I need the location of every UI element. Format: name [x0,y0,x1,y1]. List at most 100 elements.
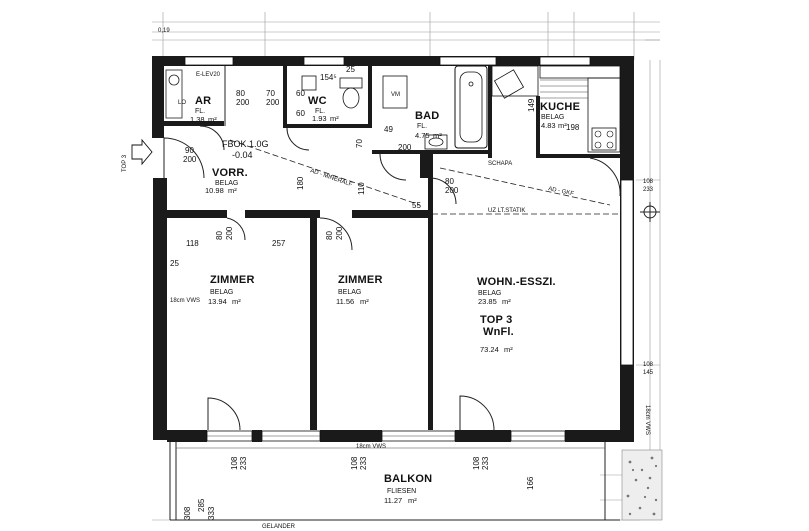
dimension: 154⁵ [320,73,337,82]
room-wc: WC FL. 1.93 m² [308,95,339,123]
dimension: 233 [239,456,248,470]
misc-labels: FBOK 1.0G -0.04 AD - MINERALF AD - GKF U… [158,28,650,530]
room-finish: BELAG [338,289,361,296]
room-bad: BAD FL. 4.75 m² [415,110,442,140]
dimension: 90 [185,146,194,155]
area-unit: m² [232,297,241,306]
entrance-arrow-icon [131,138,153,166]
dimension: 180 [296,176,305,190]
toilet-icon [339,77,363,109]
room-name: BAD [415,110,439,122]
room-finish: BELAG [215,180,238,187]
dimension: 233 [481,456,490,470]
room-wohn-esszi: WOHN.-ESSZI. BELAG 23.85 m² [477,276,556,306]
dimension: 80 [215,231,224,240]
room-zimmer-2: ZIMMER BELAG 11.56 m² [336,274,382,306]
room-name: KUCHE [540,101,580,113]
dimension: 70 [266,89,275,98]
room-finish: FLIESEN [387,488,416,495]
gelander-label: GELANDER [262,524,296,530]
dimension: 233 [643,187,654,193]
area-unit: m² [228,186,237,195]
dimension: 200 [445,186,459,195]
dimension-labels: 154⁵ 80 200 70 200 60 60 90 200 49 200 7… [170,73,654,520]
top-dim-label: 0,19 [158,28,170,34]
unit-area: 73.24 [480,345,499,354]
dimension: 333 [207,506,216,520]
room-area: 4.83 [541,121,556,130]
wc-vent-label: 25 [346,65,355,74]
schapa-label: SCHAPA [488,161,512,167]
room-finish: FL. [417,123,427,130]
fbok-label: FBOK 1.0G [222,139,269,149]
dimension: 200 [183,155,197,164]
dimension: 49 [384,125,393,134]
area-unit: m² [360,297,369,306]
area-unit: m² [558,121,567,130]
washbasin-icon [424,134,448,150]
uz-statik-label: UZ LT.STATIK [488,208,525,214]
dimension: 108 [643,179,654,185]
room-balkon: BALKON FLIESEN 11.27 m² [384,473,432,505]
dimension: 108 [230,456,239,470]
top-windows [184,56,591,66]
dimension: 60 [296,109,305,118]
room-area: 4.75 [415,131,430,140]
room-area: 1.38 [190,115,205,124]
dimension: 257 [272,239,286,248]
ad-lines [229,139,611,206]
room-area: 11.56 [336,297,354,306]
vws-label-1: 18cm VWS [356,444,386,450]
room-area: 23.85 [478,297,497,306]
dimension: 200 [335,226,344,240]
room-finish: BELAG [541,114,564,121]
vws-side-label: 18cm VWS [644,405,650,435]
dimension: 108 [643,362,654,368]
dimension: 70 [355,139,364,148]
room-name: AR [195,95,211,107]
dimension: 108 [472,456,481,470]
fbok-value: -0.04 [232,150,253,160]
dimension: 80 [236,89,245,98]
gravel-area [621,449,663,521]
lo-label: LO [178,100,186,106]
balcony [169,442,620,521]
dimension: 166 [526,476,535,490]
dimension: 60 [296,89,305,98]
interior-walls [164,66,620,430]
right-window [620,179,634,366]
room-name: WOHN.-ESSZI. [477,276,556,288]
section-marker-icon [640,202,660,222]
dimension: 200 [236,98,250,107]
dimension: 200 [225,226,234,240]
area-unit: m² [433,131,442,140]
room-finish: FL. [315,108,325,115]
bottom-windows [206,430,566,442]
room-vorr: VORR. BELAG 10.98 m² [205,167,248,195]
room-kuche: KUCHE BELAG 4.83 m² 198 [540,101,580,132]
area-unit: m² [504,345,513,354]
kuche-side-label: 149 [527,98,536,112]
room-area: 1.93 [312,114,327,123]
dimension: 118 [186,239,199,248]
top3-side-label: TOP 3 [122,154,128,172]
area-unit: m² [408,496,417,505]
dimension: 80 [445,177,454,186]
area-unit: m² [330,114,339,123]
door-swings [163,125,621,431]
dimension: 55 [412,201,421,210]
room-finish: BELAG [478,290,501,297]
dimension: 200 [266,98,280,107]
elektro-label: E-LEV20 [196,72,221,78]
unit-top: TOP 3 [480,314,512,326]
room-name: ZIMMER [210,274,255,286]
room-name: VORR. [212,167,248,179]
room-ar: AR FL. 1.38 m² [190,95,217,124]
room-area: 13.94 [208,297,227,306]
dimension: 233 [359,456,368,470]
fixtures [165,65,621,153]
unit-summary: TOP 3 WnFl. 73.24 m² [480,314,514,354]
dimension: 200 [398,143,412,152]
dimension: 285 [197,498,206,512]
